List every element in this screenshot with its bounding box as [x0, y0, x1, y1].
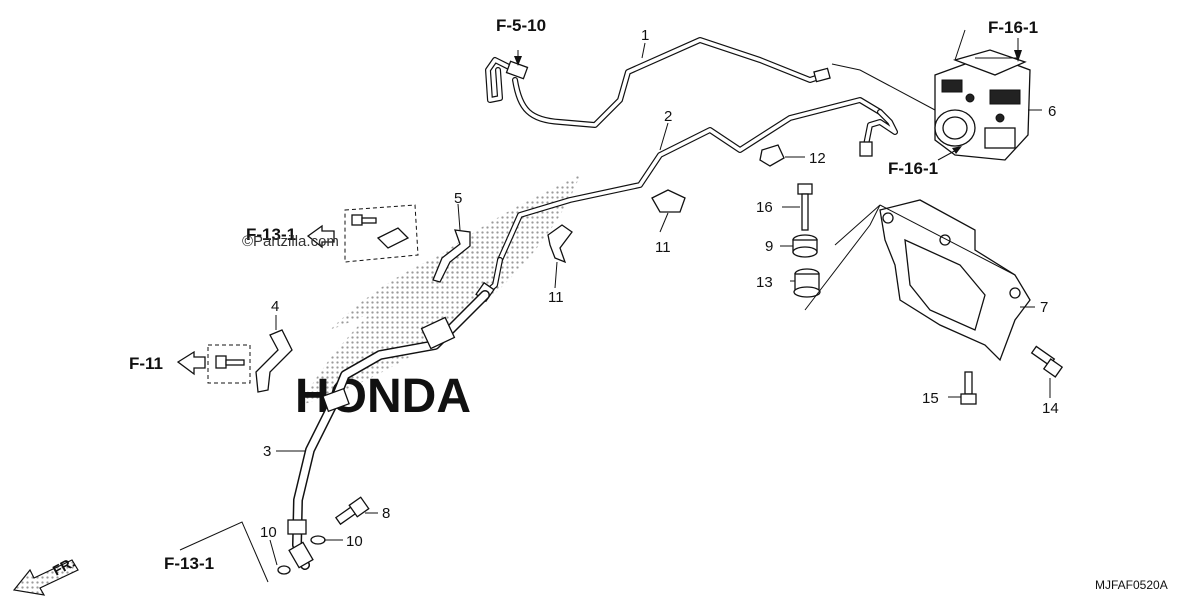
watermark-site: ©Partzilla.com	[242, 233, 339, 250]
clip-11-left	[547, 224, 573, 264]
diagram-code: MJFAF0520A	[1095, 578, 1168, 592]
callout-10-left: 10	[260, 524, 277, 541]
bolt-16	[797, 183, 813, 231]
callout-3: 3	[263, 443, 271, 460]
callout-16: 16	[756, 199, 773, 216]
callout-8: 8	[382, 505, 390, 522]
clip-12	[759, 144, 785, 167]
ref-f-11: F-11	[129, 354, 163, 373]
callout-11-right: 11	[655, 239, 671, 256]
brake-hose-3	[287, 290, 490, 570]
watermark-brand: HONDA	[295, 370, 471, 423]
front-direction-arrow: FR.	[12, 554, 79, 596]
f11-bolt-box	[207, 344, 251, 384]
ref-f-16-1-top: F-16-1	[988, 18, 1038, 37]
brake-pipe-1	[485, 37, 831, 128]
callout-11-left: 11	[548, 289, 564, 306]
ref-f-5-10: F-5-10	[496, 16, 546, 35]
callout-2: 2	[664, 108, 672, 125]
clamp-5	[432, 229, 471, 283]
ref-arrows	[176, 38, 1022, 376]
f13-bolt-box	[344, 204, 419, 263]
collar-9	[792, 234, 818, 258]
callout-5: 5	[454, 190, 462, 207]
leader-lines	[179, 29, 1051, 583]
bolt-14	[1030, 345, 1064, 378]
rubber-13	[793, 268, 821, 298]
callout-4: 4	[271, 298, 279, 315]
callout-14: 14	[1042, 400, 1059, 417]
brake-pipe-2	[475, 97, 898, 303]
bolt-15	[960, 371, 977, 405]
abs-modulator	[934, 49, 1031, 161]
callout-1: 1	[641, 27, 649, 44]
callout-12: 12	[809, 150, 826, 167]
callout-13: 13	[756, 274, 773, 291]
bolt-8	[334, 496, 370, 526]
bracket-4	[255, 329, 293, 393]
callout-7: 7	[1040, 299, 1048, 316]
ref-f-16-1-mid: F-16-1	[888, 159, 938, 178]
ref-f-13-1-left: F-13-1	[246, 225, 296, 244]
callout-6: 6	[1048, 103, 1056, 120]
clip-11-right	[651, 189, 686, 213]
ref-f-13-1-bottom: F-13-1	[164, 554, 214, 573]
callout-9: 9	[765, 238, 773, 255]
washer-10-right	[310, 535, 326, 545]
modulator-stay-7	[879, 199, 1031, 362]
callout-15: 15	[922, 390, 939, 407]
washer-10-left	[277, 565, 291, 575]
callout-10-right: 10	[346, 533, 363, 550]
